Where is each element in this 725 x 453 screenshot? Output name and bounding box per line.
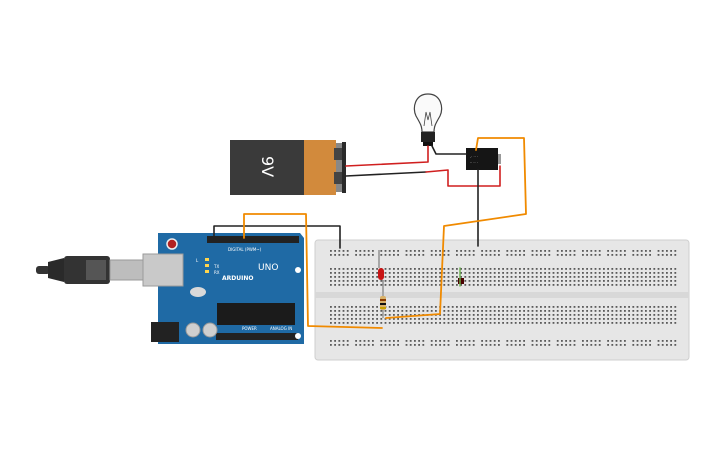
- svg-text:·· ·· ·: ·· ·· ·: [470, 161, 478, 165]
- arduino-logo: ARDUINO: [222, 275, 253, 282]
- usb-cable-icon: [36, 256, 145, 284]
- svg-text:-· ·· ·: -· ·· ·: [470, 155, 478, 159]
- rx-label: RX: [214, 270, 220, 275]
- breadboard-component: [458, 278, 464, 284]
- arduino-model: UNO: [258, 263, 278, 273]
- arduino-board-icon[interactable]: DIGITAL (PWM~) ARDUINO UNO POWER ANALOG …: [142, 233, 304, 344]
- led-icon[interactable]: [378, 250, 384, 292]
- battery-label: 9V: [258, 156, 277, 177]
- relay-icon[interactable]: -· ·· · ·· ·· ·: [466, 148, 501, 170]
- battery-icon[interactable]: 9V: [230, 140, 346, 195]
- analog-label: ANALOG IN: [270, 326, 292, 331]
- digital-label: DIGITAL (PWM~): [228, 247, 262, 252]
- resistor-icon[interactable]: [380, 292, 386, 318]
- power-label: POWER: [242, 326, 257, 331]
- breadboard-icon[interactable]: [314, 239, 690, 361]
- l-label: L: [196, 258, 199, 263]
- tx-label: TX: [213, 264, 219, 269]
- wires: [213, 137, 527, 329]
- lightbulb-icon[interactable]: [413, 93, 443, 146]
